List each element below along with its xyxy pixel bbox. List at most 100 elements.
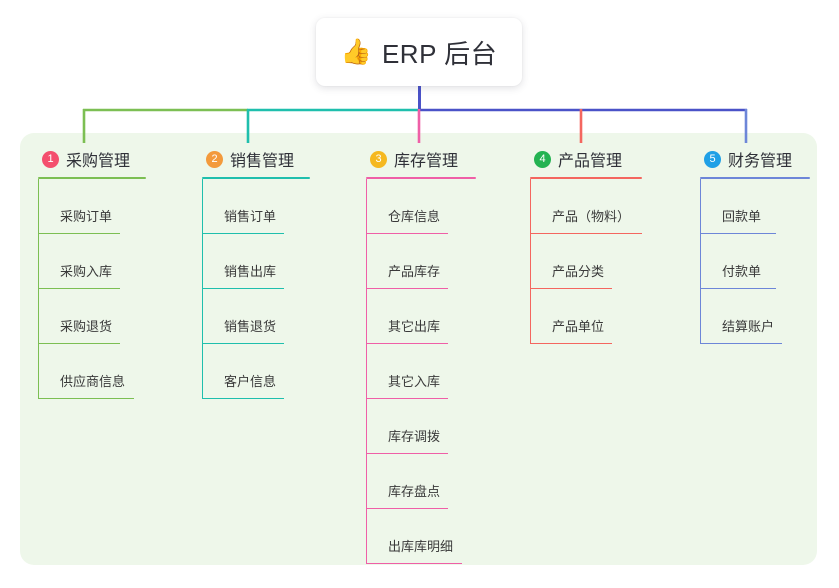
item-spine (202, 344, 204, 399)
column-title-1: 采购管理 (66, 153, 131, 170)
item-label: 回款单 (722, 209, 762, 224)
item-spine (530, 234, 532, 289)
list-item[interactable]: 产品分类 (530, 234, 642, 289)
item-label: 销售退货 (224, 319, 277, 334)
item-label: 采购订单 (60, 209, 113, 224)
list-item[interactable]: 产品单位 (530, 289, 642, 344)
column-badge-3: 3 (370, 150, 387, 168)
column-underline-5 (700, 177, 810, 179)
list-item[interactable]: 采购退货 (38, 289, 146, 344)
column-items-2: 销售订单销售出库销售退货客户信息 (202, 179, 310, 399)
item-underline (366, 452, 448, 454)
item-spine (366, 399, 368, 454)
item-underline (700, 232, 776, 234)
item-label: 销售出库 (224, 264, 277, 279)
list-item[interactable]: 仓库信息 (366, 179, 476, 234)
column-title-5: 财务管理 (728, 153, 793, 170)
item-label: 库存调拨 (388, 429, 441, 444)
item-label: 付款单 (722, 264, 762, 279)
root-node[interactable]: 👍 ERP 后台 (316, 18, 522, 86)
item-underline (366, 342, 448, 344)
item-spine (700, 179, 702, 234)
item-label: 产品单位 (552, 319, 605, 334)
column-badge-4: 4 (534, 150, 551, 168)
item-spine (700, 234, 702, 289)
column-title-3: 库存管理 (394, 153, 459, 170)
column-4: 4 产品管理产品（物料） 产品分类产品单位 (530, 148, 642, 344)
item-spine (366, 509, 368, 564)
item-label: 仓库信息 (388, 209, 441, 224)
item-underline (202, 232, 284, 234)
list-item[interactable]: 其它入库 (366, 344, 476, 399)
list-item[interactable]: 出库库明细 (366, 509, 476, 564)
column-header-4[interactable]: 4 产品管理 (530, 148, 642, 170)
item-label: 客户信息 (224, 374, 277, 389)
item-underline (366, 397, 448, 399)
list-item[interactable]: 采购订单 (38, 179, 146, 234)
item-underline (700, 287, 776, 289)
item-underline (530, 232, 642, 234)
item-label: 采购退货 (60, 319, 113, 334)
item-label: 其它出库 (388, 319, 441, 334)
list-item[interactable]: 结算账户 (700, 289, 810, 344)
list-item[interactable]: 其它出库 (366, 289, 476, 344)
column-3: 3 库存管理仓库信息产品库存其它出库其它入库库存调拨库存盘点出库库明细 (366, 148, 476, 564)
list-item[interactable]: 供应商信息 (38, 344, 146, 399)
column-items-1: 采购订单采购入库采购退货供应商信息 (38, 179, 146, 399)
item-spine (366, 454, 368, 509)
column-underline-1 (38, 177, 146, 179)
column-underline-2 (202, 177, 310, 179)
item-spine (202, 289, 204, 344)
list-item[interactable]: 销售退货 (202, 289, 310, 344)
item-spine (38, 344, 40, 399)
item-label: 产品分类 (552, 264, 605, 279)
item-spine (202, 179, 204, 234)
item-underline (202, 342, 284, 344)
list-item[interactable]: 销售订单 (202, 179, 310, 234)
item-label: 出库库明细 (388, 539, 454, 554)
item-spine (366, 289, 368, 344)
column-header-3[interactable]: 3 库存管理 (366, 148, 476, 170)
list-item[interactable]: 库存盘点 (366, 454, 476, 509)
list-item[interactable]: 采购入库 (38, 234, 146, 289)
list-item[interactable]: 库存调拨 (366, 399, 476, 454)
list-item[interactable]: 付款单 (700, 234, 810, 289)
column-5: 5 财务管理回款单付款单结算账户 (700, 148, 810, 344)
root-title: ERP 后台 (381, 38, 498, 69)
item-underline (202, 397, 284, 399)
list-item[interactable]: 销售出库 (202, 234, 310, 289)
column-underline-4 (530, 177, 642, 179)
item-spine (530, 179, 532, 234)
list-item[interactable]: 产品库存 (366, 234, 476, 289)
item-label: 采购入库 (60, 264, 113, 279)
item-underline (700, 342, 782, 344)
item-spine (202, 234, 204, 289)
item-label: 产品库存 (388, 264, 441, 279)
thumbs-up-icon: 👍 (340, 37, 372, 66)
item-label: 产品（物料） (552, 209, 631, 224)
item-label: 其它入库 (388, 374, 441, 389)
column-items-3: 仓库信息产品库存其它出库其它入库库存调拨库存盘点出库库明细 (366, 179, 476, 564)
item-underline (366, 287, 448, 289)
list-item[interactable]: 产品（物料） (530, 179, 642, 234)
list-item[interactable]: 客户信息 (202, 344, 310, 399)
modules-panel (20, 133, 817, 565)
item-underline (38, 232, 120, 234)
item-underline (530, 342, 612, 344)
item-label: 结算账户 (722, 319, 775, 334)
item-underline (366, 562, 462, 564)
column-header-5[interactable]: 5 财务管理 (700, 148, 810, 170)
item-underline (202, 287, 284, 289)
item-spine (38, 289, 40, 344)
item-spine (366, 179, 368, 234)
item-label: 库存盘点 (388, 484, 441, 499)
list-item[interactable]: 回款单 (700, 179, 810, 234)
column-title-4: 产品管理 (558, 153, 623, 170)
item-underline (38, 287, 120, 289)
column-badge-5: 5 (704, 150, 721, 168)
column-items-5: 回款单付款单结算账户 (700, 179, 810, 344)
